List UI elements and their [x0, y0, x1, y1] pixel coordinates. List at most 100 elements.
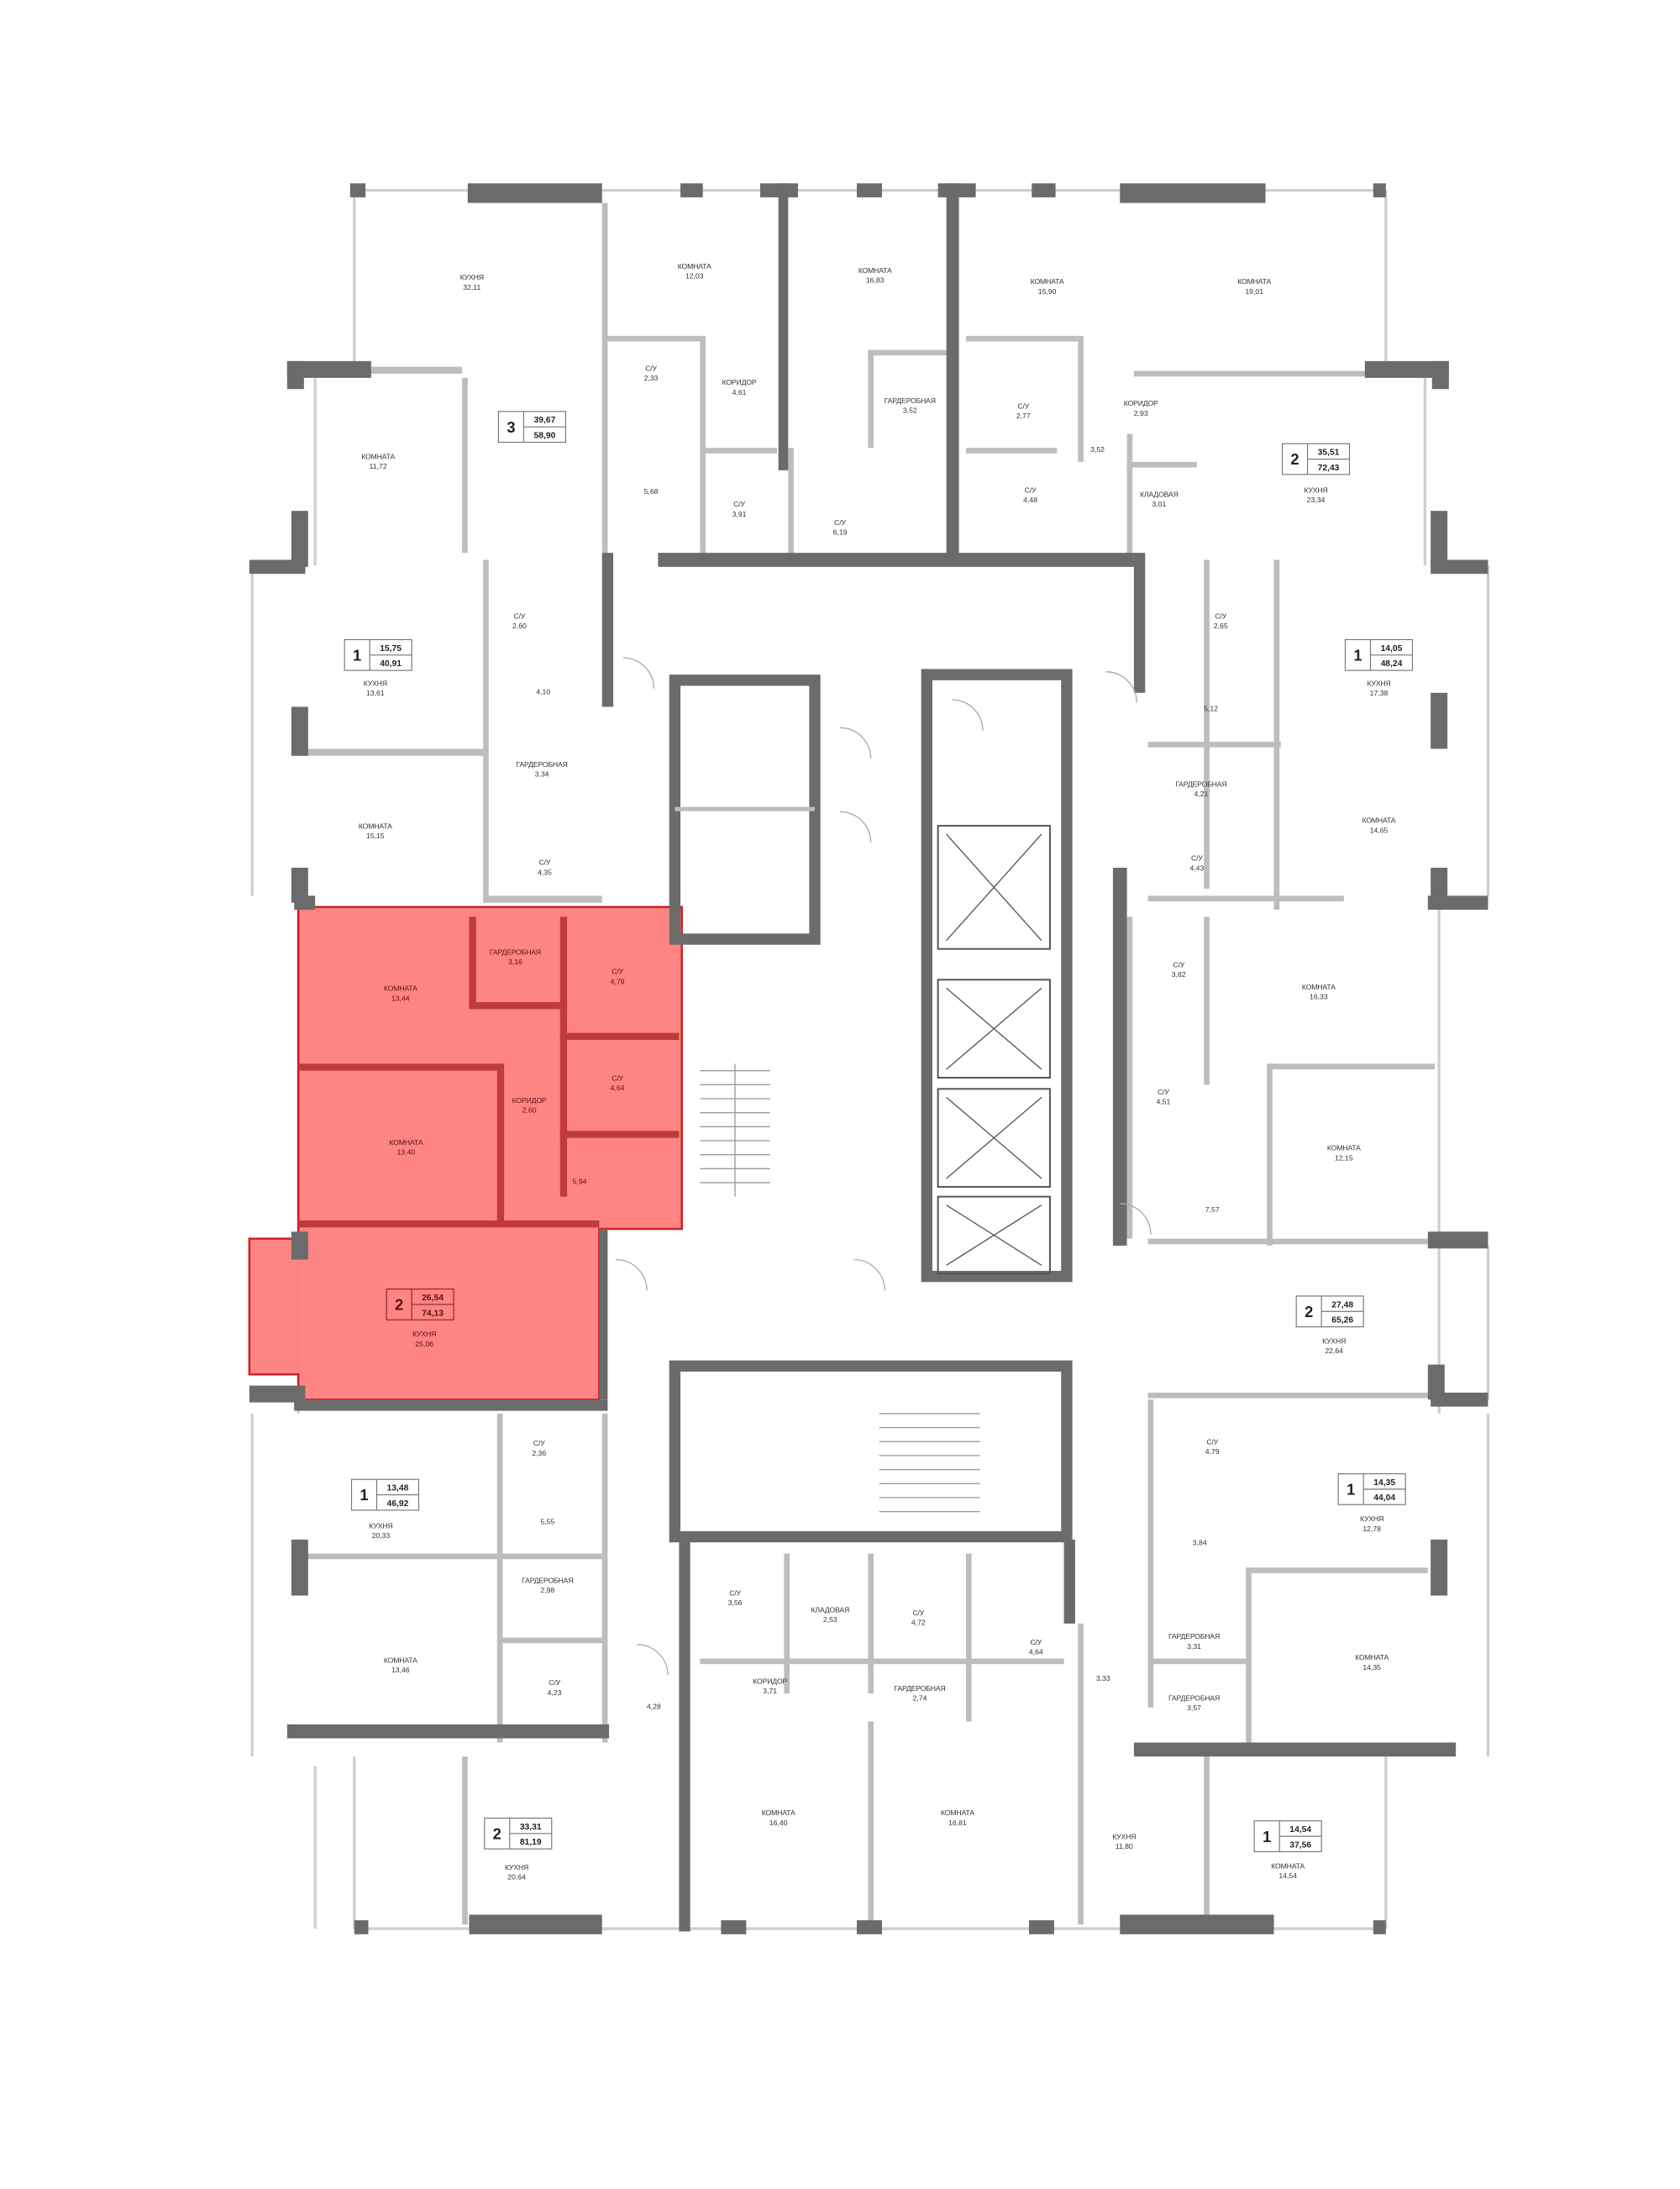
room-name: КОРИДОР — [512, 1096, 547, 1105]
room-area: 12,15 — [1335, 1153, 1353, 1162]
living-area: 13,48 — [387, 1484, 409, 1493]
wall — [249, 559, 306, 575]
room-area: 4,51 — [1156, 1098, 1170, 1106]
wall — [286, 360, 304, 390]
room-area: 2,36 — [532, 1449, 546, 1457]
room-area: 4,43 — [1189, 864, 1204, 872]
room-name: КОМНАТА — [1355, 1653, 1389, 1661]
room-label: С/У 4,51 — [1156, 1088, 1170, 1106]
room-name: КОМНАТА — [384, 1656, 417, 1664]
stairs-icon — [700, 1063, 770, 1197]
partition — [483, 559, 489, 896]
room-label: 5,68 — [644, 487, 659, 496]
room-name: КОМНАТА — [1031, 277, 1064, 286]
wall — [249, 1385, 306, 1403]
room-area: 3,71 — [763, 1687, 777, 1695]
partition — [601, 1413, 608, 1743]
room-name: КОМНАТА — [1237, 277, 1271, 286]
room-area: 3,16 — [508, 958, 522, 966]
wall — [467, 183, 602, 203]
room-name: С/У — [1030, 1638, 1042, 1646]
wall — [1133, 553, 1146, 693]
room-label: С/У3,56 — [728, 1589, 743, 1608]
room-area: 14,54 — [1278, 1871, 1297, 1880]
room-area: 3,56 — [728, 1598, 743, 1607]
room-label: С/У4,43 — [1189, 854, 1204, 873]
room-area: 4,23 — [548, 1688, 562, 1697]
partition — [1078, 1623, 1084, 1925]
room-name: ГАРДЕРОБНАЯ — [1168, 1632, 1220, 1640]
wall — [1431, 868, 1448, 903]
load-bearing-walls — [249, 183, 1488, 1934]
room-name: КУХНЯ — [1367, 679, 1390, 687]
room-name: КОРИДОР — [722, 378, 757, 386]
partition — [965, 1553, 972, 1722]
room-area: 23,34 — [1307, 496, 1326, 504]
wall — [1063, 1539, 1075, 1624]
partition — [1147, 1658, 1247, 1665]
room-labels: КУХНЯ32,11КОМНАТА11,72КОМНАТА12,03С/У2,3… — [344, 262, 1414, 1882]
room-name: ГАРДЕРОБНАЯ — [490, 948, 541, 956]
room-area: 11,72 — [370, 462, 387, 470]
living-area: 39,67 — [533, 416, 555, 425]
apartment-6[interactable]: С/У3,82КОМНАТА16,33С/У4,51КОМНАТА12,157,… — [1156, 960, 1364, 1356]
room-label: С/У4,79 — [611, 968, 625, 986]
rooms-count: 1 — [360, 1486, 368, 1504]
partition — [1126, 916, 1133, 1239]
wall — [1431, 692, 1448, 749]
room-area: 2,98 — [540, 1586, 554, 1594]
door-swing-icon — [637, 1644, 669, 1676]
total-area: 44,04 — [1373, 1493, 1395, 1503]
room-name: С/У — [1025, 486, 1037, 495]
partition — [788, 448, 795, 560]
apartment-9[interactable]: С/У4,643,33ГАРДЕРОБНАЯ3,57КУХНЯ11,80КОМН… — [1029, 1638, 1322, 1880]
room-label: С/У2,77 — [1016, 402, 1031, 421]
apartment-1[interactable]: КУХНЯ32,11КОМНАТА11,72КОМНАТА12,03С/У2,3… — [361, 262, 936, 537]
apartment-2[interactable]: КОМНАТА15,90КОМНАТА19,01С/У2,77КОРИДОР2,… — [1016, 277, 1351, 509]
wall — [1431, 360, 1449, 390]
room-area: 2,65 — [1214, 622, 1228, 630]
room-label: С/У4,72 — [911, 1609, 926, 1627]
wall — [294, 895, 316, 911]
partition — [1147, 1399, 1154, 1568]
room-label: С/У6,19 — [833, 518, 848, 537]
room-name: С/У — [1158, 1088, 1169, 1096]
wall — [778, 183, 789, 470]
room-name: С/У — [733, 500, 745, 508]
room-area: 11,80 — [1116, 1842, 1133, 1850]
room-area: 3,82 — [1172, 970, 1186, 979]
partition — [601, 202, 608, 560]
room-area: 3,52 — [903, 407, 917, 415]
apartment-7[interactable]: С/У2,36КУХНЯ20,335,55ГАРДЕРОБНАЯ2,98КОМН… — [350, 1439, 574, 1697]
wall — [291, 511, 308, 567]
apartment-3[interactable]: КУХНЯ13,61С/У2,604,10ГАРДЕРОБНАЯ3,34КОМН… — [344, 612, 568, 876]
apartment-4[interactable]: С/У2,65КУХНЯ17,385,12ГАРДЕРОБНАЯ4,21КОМН… — [1175, 612, 1414, 873]
apartment-8[interactable]: С/У4,79КУХНЯ12,783,84ГАРДЕРОБНАЯ3,31КОМН… — [1168, 1438, 1406, 1672]
apartment-5[interactable]: КОМНАТА13,44ГАРДЕРОБНАЯ3,16С/У4,79С/У4,6… — [384, 948, 625, 1348]
room-name: КОМНАТА — [858, 266, 892, 275]
